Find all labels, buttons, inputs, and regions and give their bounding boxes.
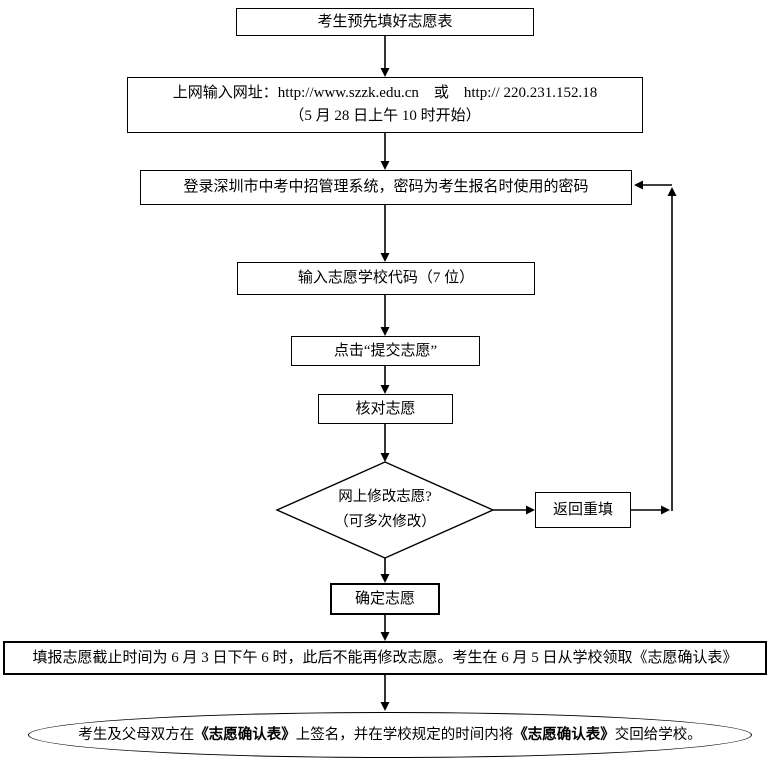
node-decision-line1: 网上修改志愿? [338, 489, 432, 505]
arrow-confirm-to-deadline [380, 615, 390, 641]
node-login: 登录深圳市中考中招管理系统，密码为考生报名时使用的密码 [140, 170, 632, 205]
node-deadline: 填报志愿截止时间为 6 月 3 日下午 6 时，此后不能再修改志愿。考生在 6 … [3, 641, 767, 675]
sign-text-bold2: 《志愿确认表》 [513, 726, 615, 743]
sign-text-bold1: 《志愿确认表》 [194, 726, 296, 743]
node-confirm: 确定志愿 [330, 583, 440, 615]
arrow-login-to-code [380, 205, 390, 262]
node-decision: 网上修改志愿? （可多次修改） [277, 466, 493, 554]
node-start: 考生预先填好志愿表 [236, 8, 534, 36]
arrow-feedback-to-login [634, 180, 672, 190]
arrow-code-to-submit [380, 295, 390, 336]
sign-text-part1: 考生及父母双方在 [78, 726, 195, 743]
node-submit: 点击“提交志愿” [291, 336, 480, 366]
node-enter-url-line1: 上网输入网址：http://www.szzk.edu.cn 或 http:// … [172, 85, 598, 101]
arrow-start-to-url [380, 36, 390, 77]
arrow-return-to-corner [631, 505, 670, 515]
node-sign-text: 考生及父母双方在《志愿确认表》上签名，并在学校规定的时间内将《志愿确认表》交回给… [78, 724, 702, 747]
node-return-refill: 返回重填 [535, 492, 631, 528]
arrow-url-to-login [380, 133, 390, 170]
node-sign: 考生及父母双方在《志愿确认表》上签名，并在学校规定的时间内将《志愿确认表》交回给… [28, 712, 752, 758]
node-decision-line2: （可多次修改） [334, 514, 436, 530]
arrow-verify-to-decision [380, 424, 390, 462]
node-verify: 核对志愿 [318, 394, 453, 424]
sign-text-part2: 上签名，并在学校规定的时间内将 [295, 726, 514, 743]
arrow-decision-to-confirm [380, 558, 390, 583]
node-enter-url-line2: （5 月 28 日上午 10 时开始） [289, 108, 481, 124]
arrow-decision-to-return [493, 505, 535, 515]
arrow-deadline-to-sign [380, 675, 390, 711]
node-enter-url: 上网输入网址：http://www.szzk.edu.cn 或 http:// … [127, 77, 643, 133]
node-enter-code: 输入志愿学校代码（7 位） [237, 262, 535, 295]
sign-text-part3: 交回给学校。 [614, 726, 702, 743]
arrow-feedback-up [667, 187, 677, 511]
arrow-submit-to-verify [380, 366, 390, 394]
